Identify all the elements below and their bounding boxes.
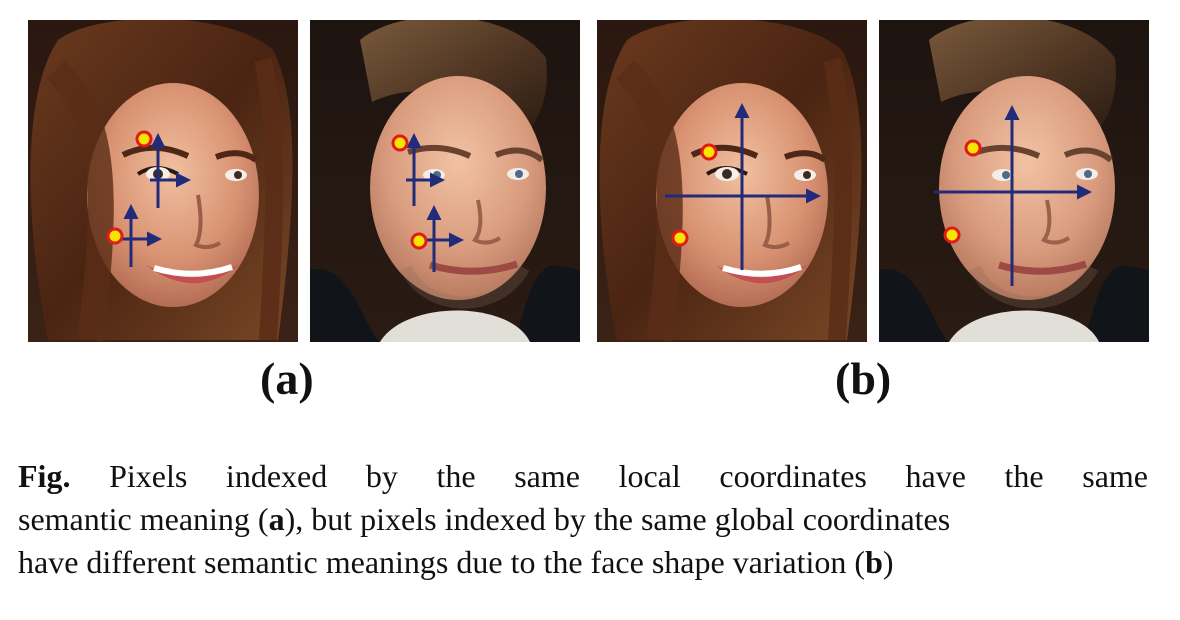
circle-marker-icon [106,227,124,245]
circle-marker-icon [671,229,689,247]
circle-marker-icon [391,134,409,152]
caption-line-2: semantic meaning (a), but pixels indexed… [18,498,1148,541]
face-photo-2-global [879,20,1149,342]
circle-marker-icon [410,232,428,250]
caption-line-1: Fig. Pixels indexed by the same local co… [18,455,1148,498]
panel-label-b: (b) [835,353,892,404]
caption-ref-b: b [865,544,883,580]
caption-word-6: local [618,458,681,494]
face-photo-1-global [597,20,867,342]
caption-word-5: same [514,458,580,494]
caption-line-3: have different semantic meanings due to … [18,541,1148,584]
caption-word-8: have [905,458,966,494]
panel-local-coordinates [28,20,580,342]
caption-word-2: indexed [225,458,328,494]
caption-word-9: the [1004,458,1044,494]
caption-word-1: Pixels [109,458,188,494]
circle-marker-icon [943,226,961,244]
figure-caption: Fig. Pixels indexed by the same local co… [18,455,1148,584]
caption-ref-a: a [268,501,285,537]
circle-marker-icon [964,139,982,157]
circle-marker-icon [135,130,153,148]
panel-label-a: (a) [260,353,314,404]
panel-global-coordinates [597,20,1149,342]
caption-line-3-part-2: ) [882,544,894,580]
caption-line-3-part-1: have different semantic meanings due to … [18,544,866,580]
caption-word-7: coordinates [719,458,867,494]
face-photo-2-local [310,20,580,342]
circle-marker-icon [700,143,718,161]
caption-line-2-part-2: ), but pixels indexed by the same global… [284,501,951,537]
caption-line-2-part-1: semantic meaning ( [18,501,269,537]
caption-word-3: by [365,458,398,494]
face-photo-1-local [28,20,298,342]
caption-word-10: same [1082,458,1148,494]
caption-prefix: Fig. [18,458,71,494]
caption-word-4: the [436,458,476,494]
